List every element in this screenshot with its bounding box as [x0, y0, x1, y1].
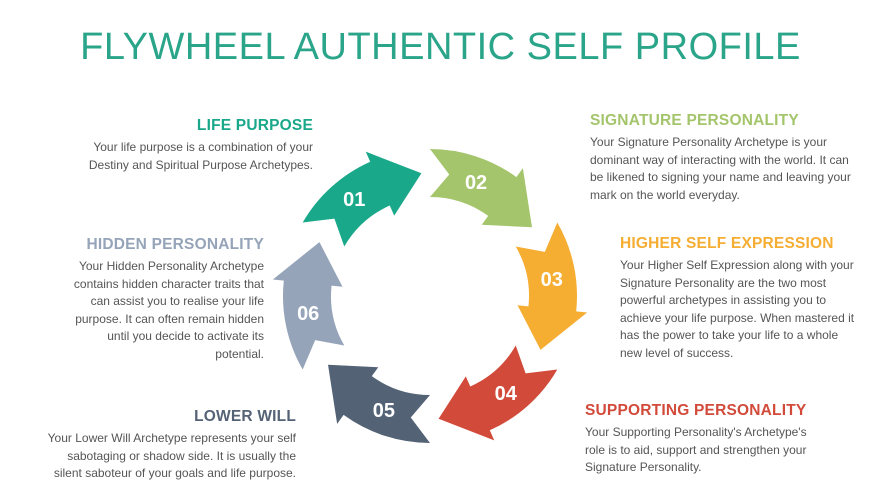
life-purpose-block: LIFE PURPOSE Your life purpose is a comb…: [60, 117, 313, 174]
supporting-personality-text: Your Supporting Personality's Archetype'…: [585, 425, 807, 474]
signature-personality-block: SIGNATURE PERSONALITY Your Signature Per…: [590, 112, 852, 204]
lower-will-block: LOWER WILL Your Lower Will Archetype rep…: [40, 408, 296, 483]
segment-higher-self-expression: [515, 222, 588, 350]
life-purpose-heading: LIFE PURPOSE: [196, 117, 313, 134]
hidden-personality-heading: HIDDEN PERSONALITY: [86, 236, 264, 253]
page-title: FLYWHEEL AUTHENTIC SELF PROFILE: [80, 26, 801, 68]
higher-self-expression-text: Your Higher Self Expression along with y…: [620, 258, 855, 360]
supporting-personality-block: SUPPORTING PERSONALITY Your Supporting P…: [585, 402, 810, 477]
segment-number-lower-will: 05: [373, 400, 395, 422]
supporting-personality-heading: SUPPORTING PERSONALITY: [585, 402, 807, 419]
segment-number-signature-personality: 02: [465, 172, 487, 194]
signature-personality-text: Your Signature Personality Archetype is …: [590, 135, 851, 202]
lower-will-heading: LOWER WILL: [194, 408, 296, 425]
segment-number-supporting-personality: 04: [495, 383, 518, 405]
hidden-personality-text: Your Hidden Personality Archetype contai…: [73, 259, 264, 361]
segment-lower-will: [328, 364, 430, 443]
segment-number-life-purpose: 01: [343, 189, 365, 211]
segment-life-purpose: [302, 151, 422, 247]
segment-number-higher-self-expression: 03: [541, 269, 563, 291]
life-purpose-text: Your life purpose is a combination of yo…: [88, 140, 313, 172]
higher-self-expression-block: HIGHER SELF EXPRESSION Your Higher Self …: [620, 235, 860, 362]
lower-will-text: Your Lower Will Archetype represents you…: [47, 431, 296, 480]
segment-signature-personality: [430, 149, 532, 228]
higher-self-expression-heading: HIGHER SELF EXPRESSION: [620, 235, 834, 252]
segment-number-hidden-personality: 06: [297, 303, 319, 325]
hidden-personality-block: HIDDEN PERSONALITY Your Hidden Personali…: [60, 236, 264, 363]
signature-personality-heading: SIGNATURE PERSONALITY: [590, 112, 799, 129]
segment-hidden-personality: [272, 242, 345, 370]
segment-supporting-personality: [438, 345, 558, 441]
